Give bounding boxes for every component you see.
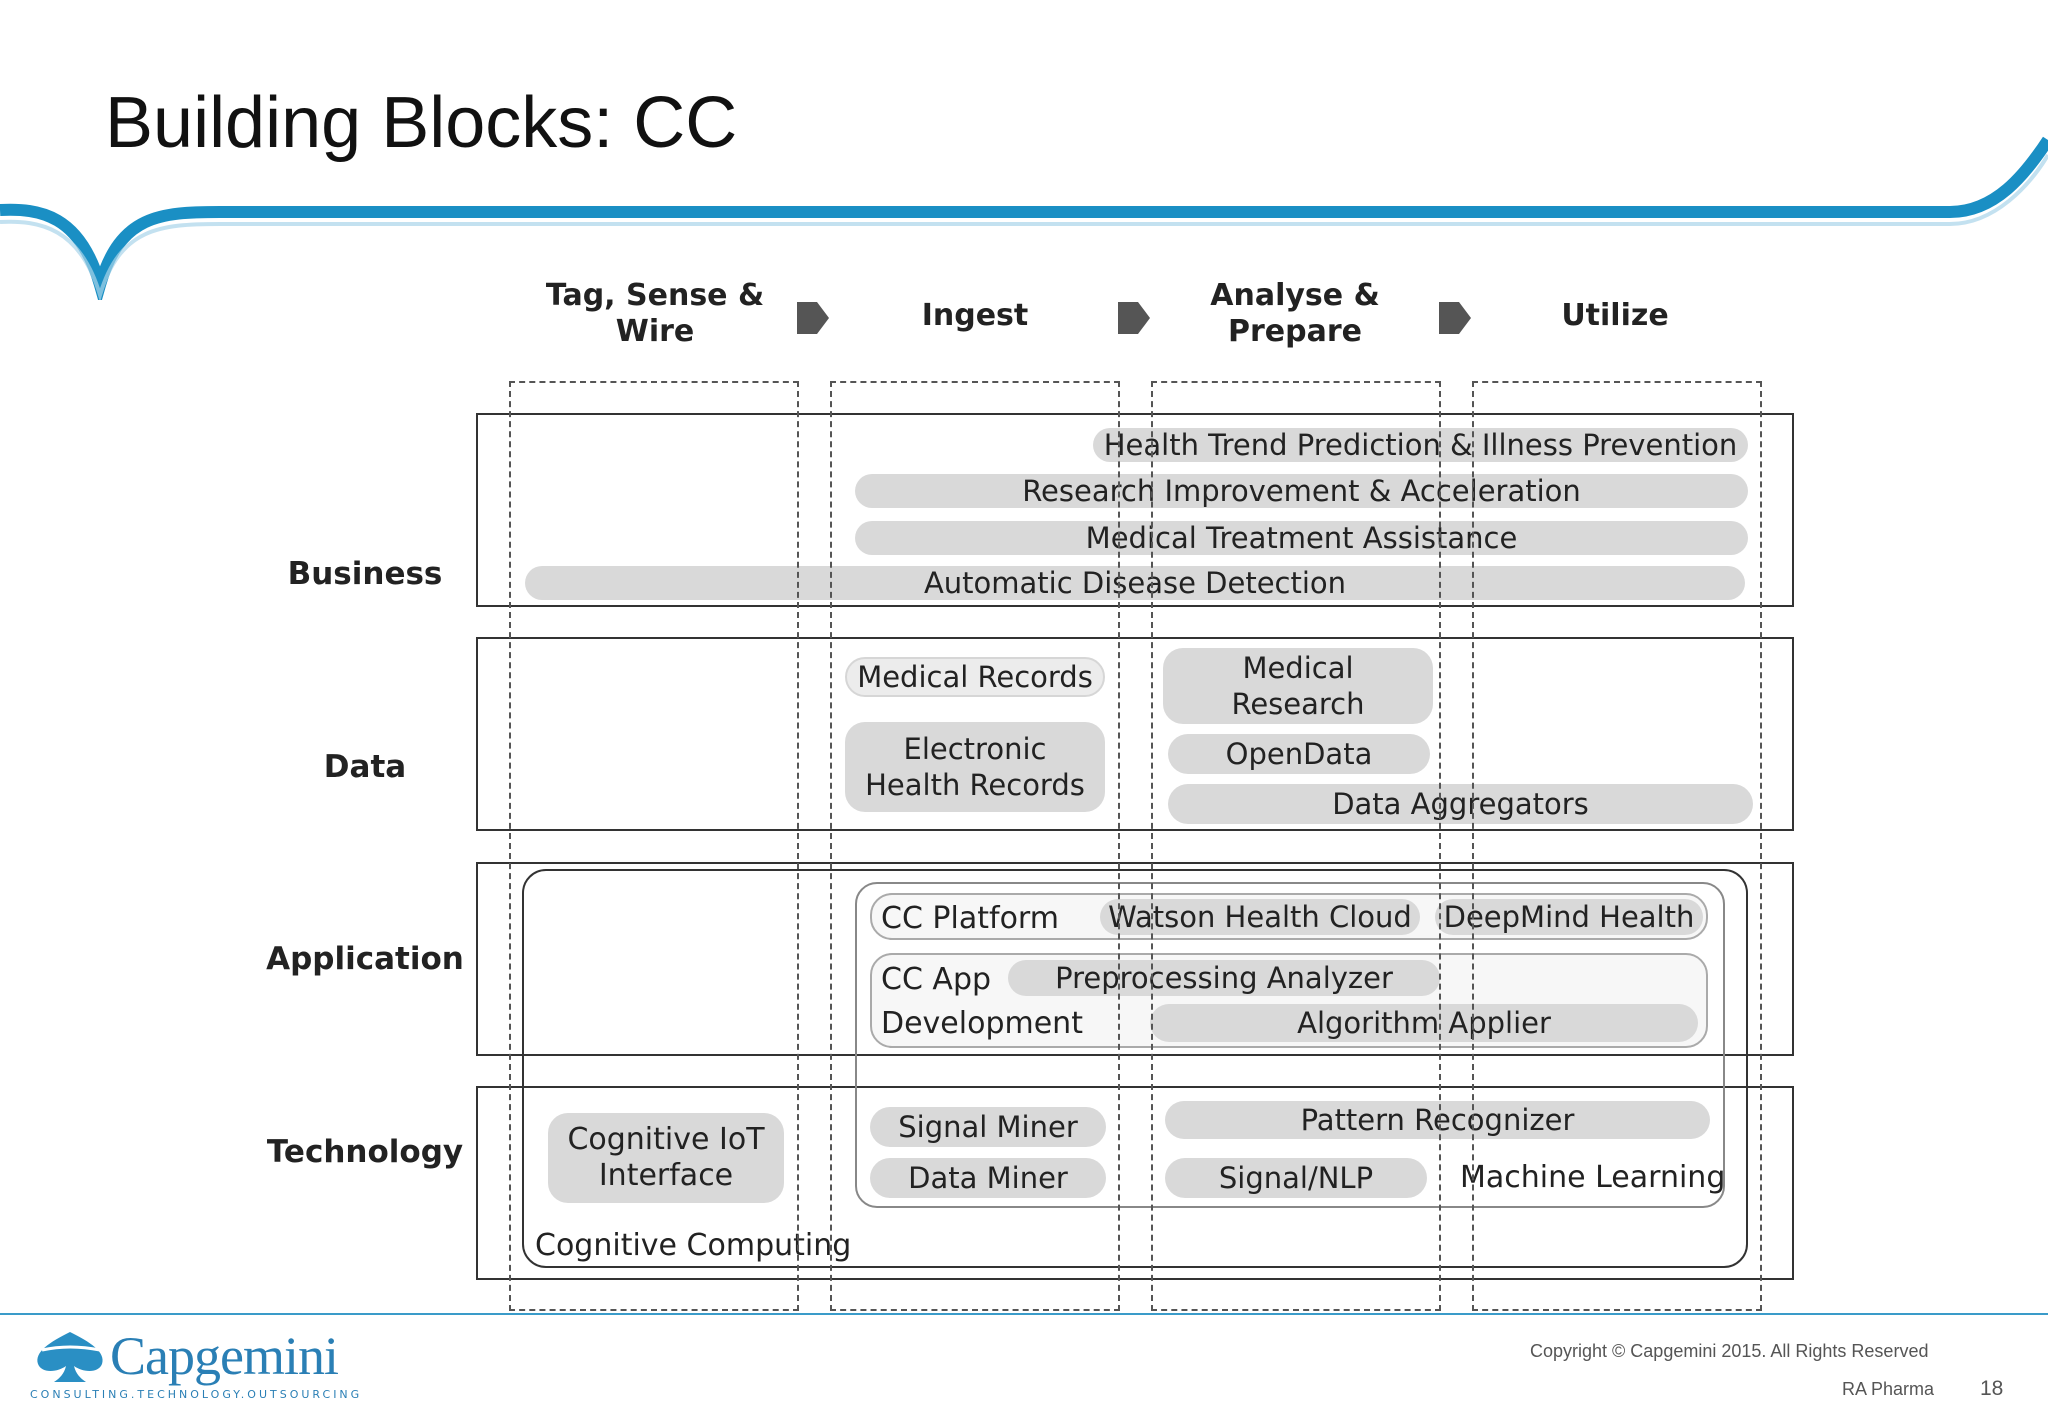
footer-project: RA Pharma <box>1842 1379 1935 1399</box>
stage-utilize: Utilize <box>1561 298 1669 333</box>
cognitive-computing-label: Cognitive Computing <box>535 1228 852 1263</box>
cc-platform-label: CC Platform <box>881 901 1059 936</box>
watson-pill: Watson Health Cloud <box>1100 899 1420 935</box>
stage-arrow-icon <box>1439 302 1471 334</box>
header-swoosh <box>0 136 2048 300</box>
logo-tagline: CONSULTING.TECHNOLOGY.OUTSOURCING <box>30 1388 363 1401</box>
technology-row <box>476 1086 1794 1280</box>
signal-nlp-pill: Signal/NLP <box>1165 1158 1427 1198</box>
data-miner-pill: Data Miner <box>870 1158 1106 1198</box>
preprocessing-pill: Preprocessing Analyzer <box>1008 960 1440 996</box>
capgemini-spade-icon <box>37 1332 103 1382</box>
slide-title: Building Blocks: CC <box>105 83 738 163</box>
ehr-pill: Electronic Health Records <box>845 722 1105 812</box>
detection-pill: Automatic Disease Detection <box>525 566 1745 600</box>
cc-platform-frame <box>855 882 1725 1208</box>
research-pill: Research Improvement & Acceleration <box>855 474 1748 508</box>
health-trend-pill: Health Trend Prediction & Illness Preven… <box>1093 428 1748 462</box>
algorithm-pill: Algorithm Applier <box>1150 1004 1698 1042</box>
row-label-business: Business <box>287 556 443 592</box>
data-row <box>476 637 1794 831</box>
medical-research-pill: Medical Research <box>1163 648 1433 724</box>
opendata-pill: OpenData <box>1168 734 1430 774</box>
iot-interface-pill: Cognitive IoT Interface <box>548 1113 784 1203</box>
stage-arrow-icon <box>797 302 829 334</box>
cognitive-computing-frame <box>522 869 1748 1268</box>
copyright: Copyright © Capgemini 2015. All Rights R… <box>1530 1341 1929 1361</box>
stage-ingest: Ingest <box>921 298 1029 333</box>
business-row <box>476 413 1794 607</box>
stage-analyse-prepare: Analyse & Prepare <box>1210 278 1380 349</box>
pattern-recognizer-pill: Pattern Recognizer <box>1165 1101 1710 1139</box>
deepmind-pill: DeepMind Health <box>1435 899 1703 935</box>
page-number: 18 <box>1980 1377 2004 1400</box>
application-row <box>476 862 1794 1056</box>
row-label-data: Data <box>323 749 407 785</box>
stage-arrow-icon <box>1118 302 1150 334</box>
capgemini-logo: Capgemini <box>110 1326 339 1386</box>
data-aggregators-pill: Data Aggregators <box>1168 784 1753 824</box>
medical-records-pill: Medical Records <box>845 657 1105 697</box>
stage-tag-sense-wire: Tag, Sense & Wire <box>545 278 765 349</box>
row-label-technology: Technology <box>266 1134 464 1170</box>
treatment-pill: Medical Treatment Assistance <box>855 521 1748 555</box>
machine-learning-label: Machine Learning <box>1460 1160 1726 1195</box>
signal-miner-pill: Signal Miner <box>870 1107 1106 1147</box>
development-label: Development <box>881 1006 1083 1041</box>
row-label-application: Application <box>266 941 464 977</box>
cc-app-label: CC App <box>881 962 992 997</box>
footer-rule <box>0 1313 2048 1315</box>
